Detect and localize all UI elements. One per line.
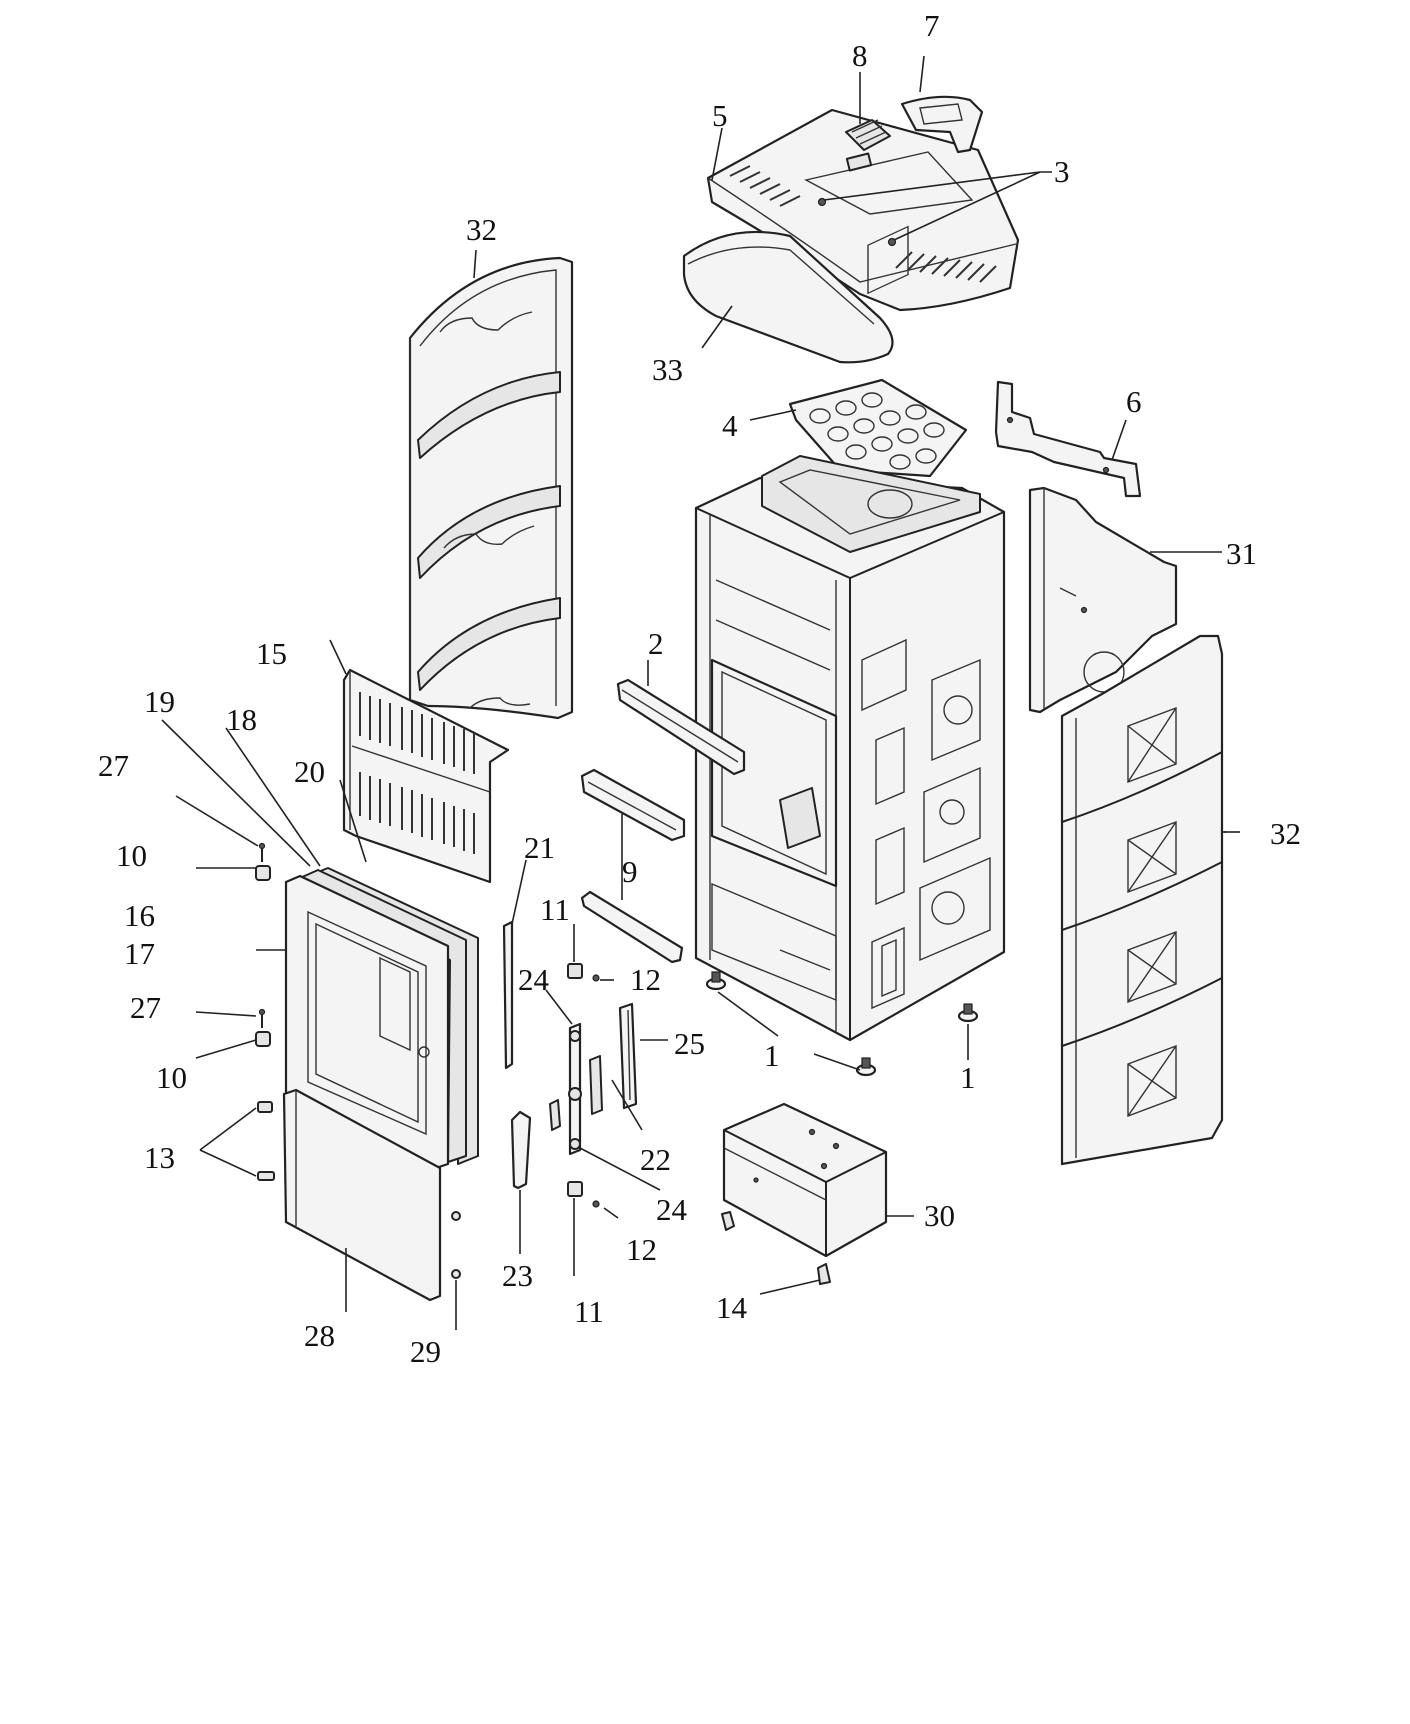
- part-24-upper-hinge: [568, 1022, 582, 1156]
- callout-20: 20: [294, 754, 325, 789]
- callout-33: 33: [652, 352, 683, 387]
- callout-11-upper: 11: [540, 892, 570, 927]
- part-33-top-panel: [682, 230, 894, 364]
- part-30-ash-drawer: [722, 1102, 888, 1258]
- callout-23: 23: [502, 1258, 533, 1293]
- callout-32-right: 32: [1270, 816, 1301, 851]
- part-16-17-door-frame: [284, 874, 450, 1172]
- part-27-lower-pin: [258, 1008, 266, 1028]
- callout-9: 9: [622, 854, 638, 889]
- part-1-foot-right: [957, 1003, 979, 1023]
- callout-18: 18: [226, 702, 257, 737]
- callout-10-upper: 10: [116, 838, 147, 873]
- part-15-front-grille: [342, 668, 510, 884]
- part-9-upper-bar: [580, 768, 686, 842]
- callout-13: 13: [144, 1140, 175, 1175]
- part-28-lower-panel: [282, 1088, 442, 1302]
- part-11-lower-block: [567, 1181, 583, 1197]
- part-12-lower-screw: [592, 1200, 600, 1208]
- stove-body-frame: [694, 225, 1006, 1042]
- callout-11-lower: 11: [574, 1294, 604, 1329]
- part-31-back-panel: [1028, 486, 1178, 714]
- callout-4: 4: [722, 408, 738, 443]
- callout-labels: 7 8 5 3 32 33 4 6 31 2 15 19 18 27 20 32…: [98, 8, 1301, 1369]
- callout-27-lower: 27: [130, 990, 161, 1025]
- callout-25: 25: [674, 1026, 705, 1061]
- callout-17: 17: [124, 936, 155, 971]
- part-10-lower-knob: [255, 1031, 271, 1047]
- part-32-right-side-panel: [1060, 634, 1224, 1166]
- part-27-upper-pin: [258, 842, 266, 862]
- part-11-upper-block: [567, 963, 583, 979]
- callout-1-right: 1: [960, 1060, 976, 1095]
- part-10-upper-knob: [255, 865, 271, 881]
- callout-21: 21: [524, 830, 555, 865]
- callout-15: 15: [256, 636, 287, 671]
- callout-10-lower: 10: [156, 1060, 187, 1095]
- callout-29: 29: [410, 1334, 441, 1369]
- part-21-rod: [502, 920, 514, 1070]
- callout-3: 3: [1054, 154, 1070, 189]
- part-25-hinge-plate: [618, 1002, 638, 1110]
- callout-24-lower: 24: [656, 1192, 688, 1227]
- callout-12-lower: 12: [626, 1232, 657, 1267]
- part-4-heat-grid: [788, 378, 968, 478]
- part-32-left-side-frame: [408, 256, 574, 720]
- callout-28: 28: [304, 1318, 335, 1353]
- part-13-hinge-pins: [257, 1101, 275, 1181]
- part-5-top-cover: [706, 108, 1020, 312]
- callout-7: 7: [924, 8, 940, 43]
- callout-14: 14: [716, 1290, 748, 1325]
- part-23-hinge-pin: [510, 1110, 532, 1190]
- callout-32-left: 32: [466, 212, 497, 247]
- part-2-baffle-bar: [616, 678, 746, 776]
- callout-22: 22: [640, 1142, 671, 1177]
- part-14-latches: [721, 1211, 831, 1285]
- callout-30: 30: [924, 1198, 955, 1233]
- callout-8: 8: [852, 38, 868, 73]
- callout-27-upper: 27: [98, 748, 129, 783]
- callout-16: 16: [124, 898, 155, 933]
- callout-12-upper: 12: [630, 962, 661, 997]
- part-8-vent-grate: [845, 119, 891, 151]
- part-22-hinge-brackets: [549, 1055, 603, 1131]
- callout-6: 6: [1126, 384, 1142, 419]
- part-1-foot-center: [855, 1057, 877, 1077]
- part-7-lid: [900, 95, 984, 154]
- callout-24-upper: 24: [518, 962, 550, 997]
- part-9-lower-bar: [580, 890, 684, 964]
- part-29-screws: [451, 1211, 461, 1279]
- part-6-bracket: [994, 380, 1142, 498]
- leader-lines: [161, 55, 1240, 1330]
- callout-19: 19: [144, 684, 175, 719]
- part-1-foot-left: [705, 971, 727, 991]
- callout-5: 5: [712, 98, 728, 133]
- callout-2: 2: [648, 626, 664, 661]
- callout-31: 31: [1226, 536, 1257, 571]
- part-12-upper-screw: [592, 974, 600, 982]
- callout-1-left: 1: [764, 1038, 780, 1073]
